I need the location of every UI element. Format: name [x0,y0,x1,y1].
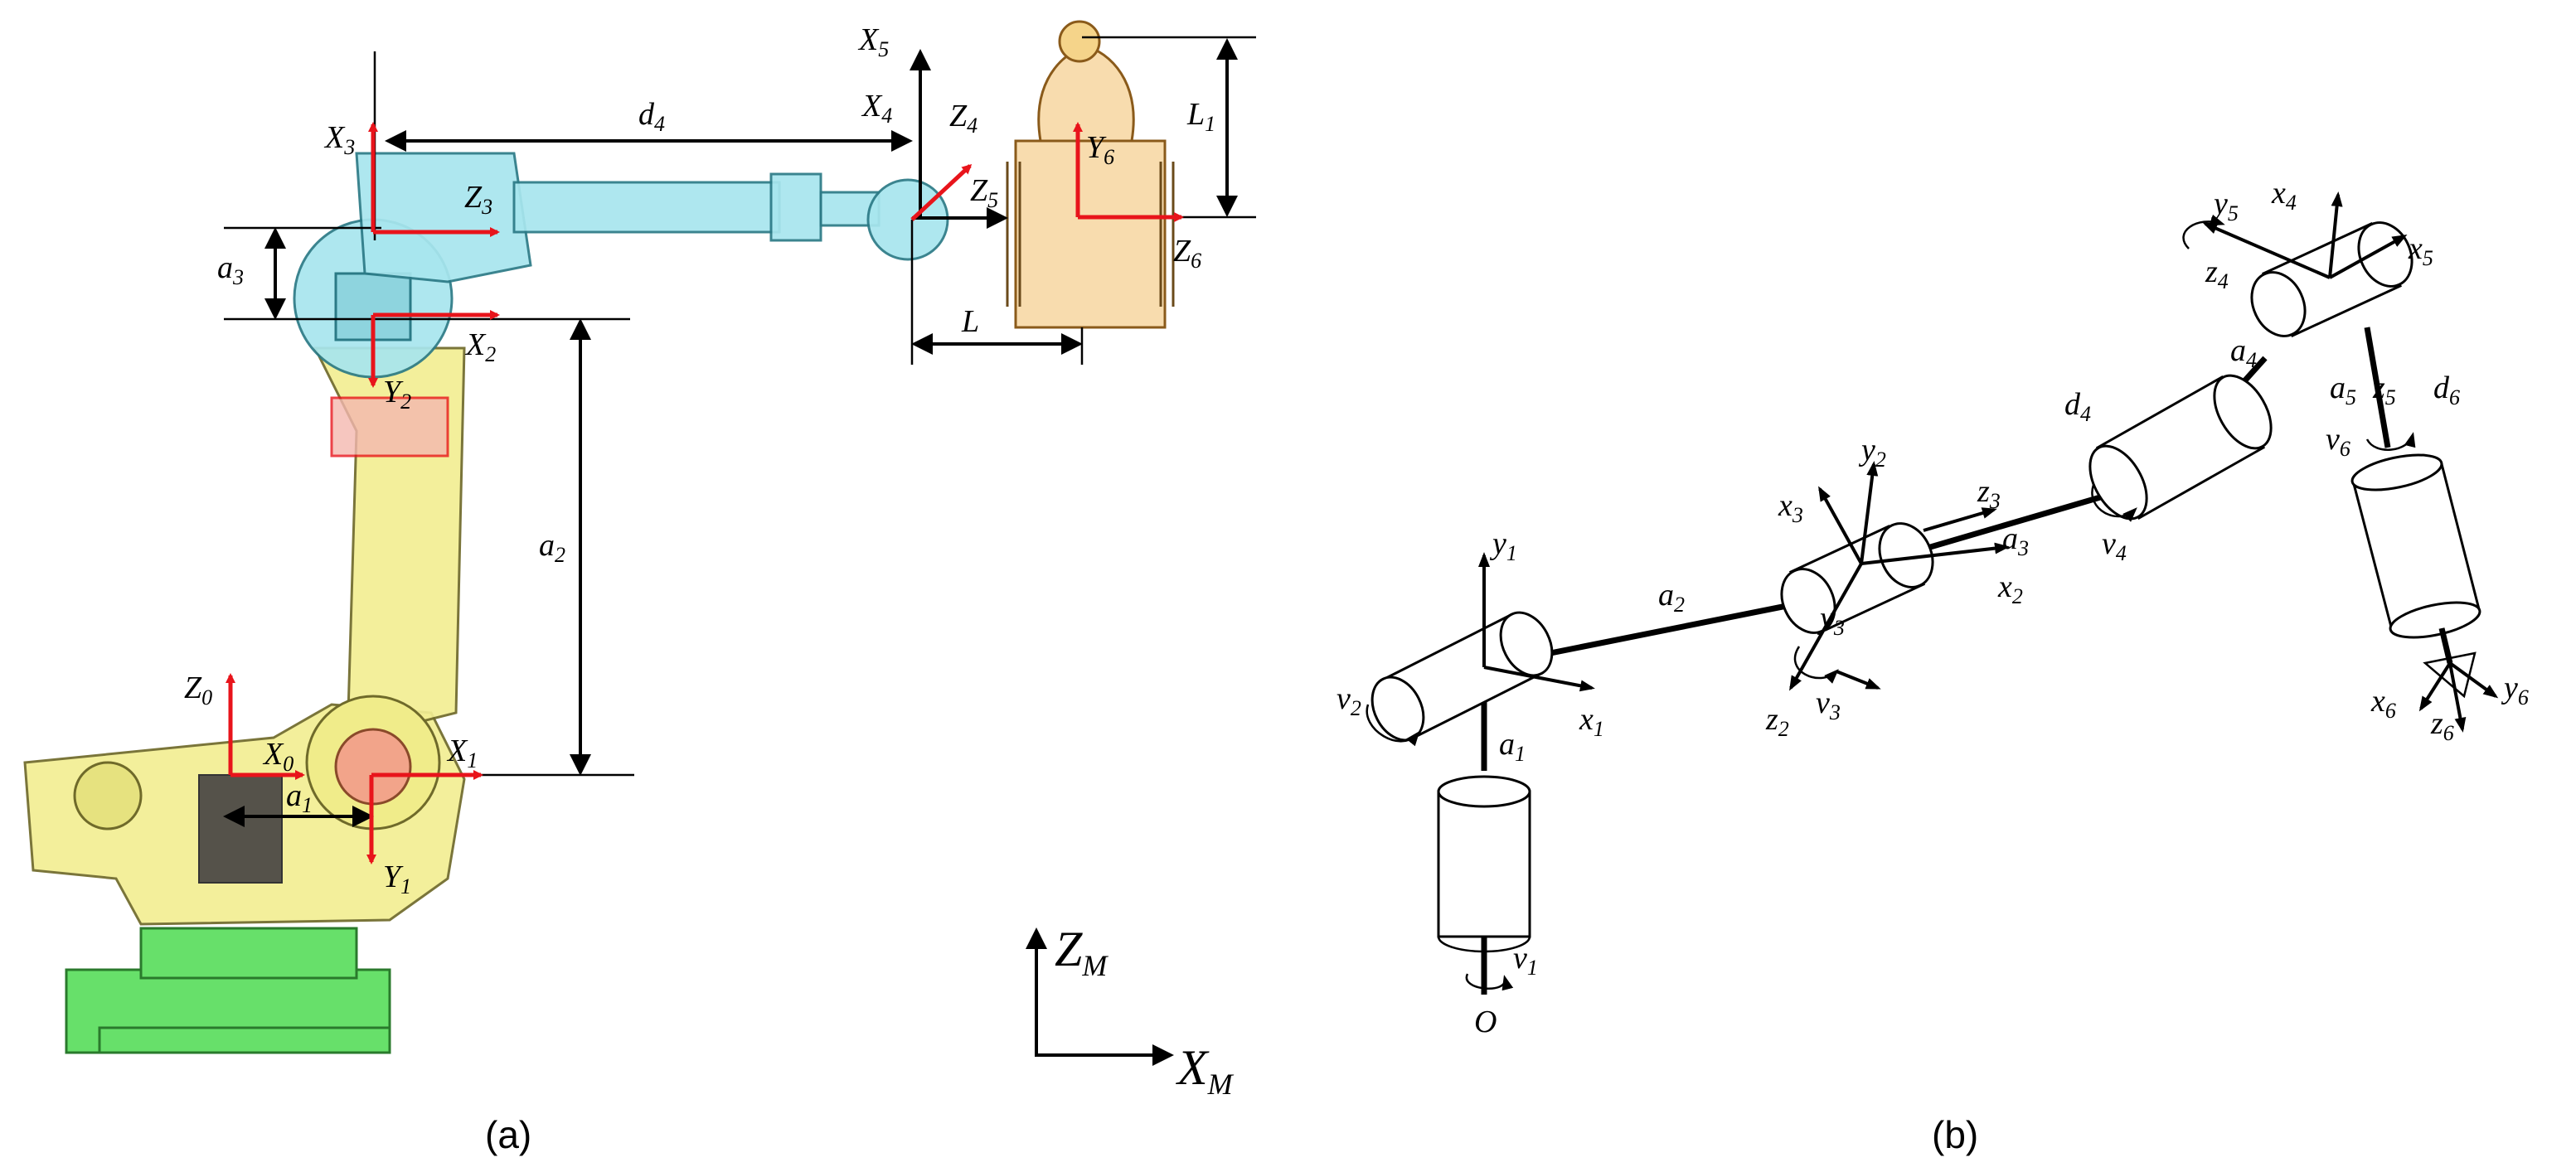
label-a1: a1 [286,778,313,817]
label-b-y1: y1 [1489,526,1517,565]
label-b-z4: z4 [2205,254,2229,293]
robot-lower-arm [305,346,466,830]
label-x5: X5 [857,22,889,61]
label-z0: Z0 [184,671,212,709]
label-b-x1: x1 [1579,702,1604,741]
label-b-y3: y3 [1817,601,1845,640]
robot-upper-arm [293,152,949,379]
label-b-v4: v4 [2102,526,2127,565]
label-b-x3: x3 [1778,488,1803,527]
panel-b-schematic [1366,191,2499,995]
label-b-y5: y5 [2210,186,2239,225]
label-b-v6: v6 [2326,422,2350,461]
label-d4: d4 [638,97,665,136]
label-xm: XM [1176,1040,1235,1101]
label-b-x4: x4 [2271,176,2297,215]
panel-b-labels: y1 x1 v2 a1 v1 O a2 x3 y2 z3 a3 x2 y3 z2… [1337,176,2529,1039]
panel-a-frame-axes [226,122,1184,864]
label-x0: X0 [262,737,293,776]
caption-b: (b) [1932,1113,1978,1156]
label-b-a4: a4 [2230,333,2257,372]
world-frame: ZM XM [1026,922,1235,1101]
label-b-d6: d6 [2433,370,2460,409]
label-b-x2: x2 [1997,569,2023,608]
label-b-v3: v3 [1816,685,1841,724]
joint-3-cylinder [1780,522,1934,634]
caption-a: (a) [485,1113,531,1156]
label-b-d4: d4 [2064,387,2091,426]
robot-end-effector [1006,20,1175,329]
panel-a-labels: X5 X4 Z4 Z5 Y6 Z6 L1 L d4 X3 Z3 a3 X2 Y2… [184,22,1215,898]
label-b-v1: v1 [1513,941,1538,980]
label-b-a5: a5 [2330,370,2356,409]
label-x4: X4 [861,89,892,128]
label-x2: X2 [464,327,496,366]
label-x1: X1 [446,734,478,772]
label-b-x6: x6 [2370,684,2396,723]
label-b-z2: z2 [1765,702,1789,741]
label-L: L [961,304,979,339]
label-z6: Z6 [1173,234,1201,273]
label-b-x5: x5 [2408,231,2433,270]
label-a2: a2 [539,528,565,567]
label-z5: Z5 [970,173,998,212]
label-b-a1: a1 [1499,727,1526,766]
robot-base [65,927,391,1054]
label-b-y2: y2 [1858,433,1886,472]
label-zm: ZM [1055,922,1109,982]
panel-a-dimensions [223,36,1256,827]
label-z3: Z3 [464,180,492,219]
label-b-a2: a2 [1658,578,1685,617]
joint-4-cylinder [2088,374,2273,521]
joint-5-cylinder [2250,221,2413,337]
label-x3: X3 [323,120,355,159]
joint-6-cylinder [2350,453,2481,699]
label-b-z5: z5 [2372,370,2396,409]
joint-1-cylinder [1437,775,1531,953]
label-L1: L1 [1186,97,1215,136]
label-y1: Y1 [383,860,411,898]
label-b-z6: z6 [2430,706,2454,745]
label-b-z3: z3 [1977,474,2001,513]
panel-a-robot [23,20,1175,1054]
label-b-o: O [1474,1005,1497,1039]
label-y2: Y2 [383,375,411,414]
label-z4: Z4 [949,99,978,138]
label-b-v2: v2 [1337,681,1361,720]
label-b-y6: y6 [2501,671,2529,709]
label-b-a3: a3 [2002,521,2029,560]
label-y6: Y6 [1086,130,1114,169]
label-a3: a3 [217,250,244,289]
joint-2-cylinder [1370,611,1554,742]
